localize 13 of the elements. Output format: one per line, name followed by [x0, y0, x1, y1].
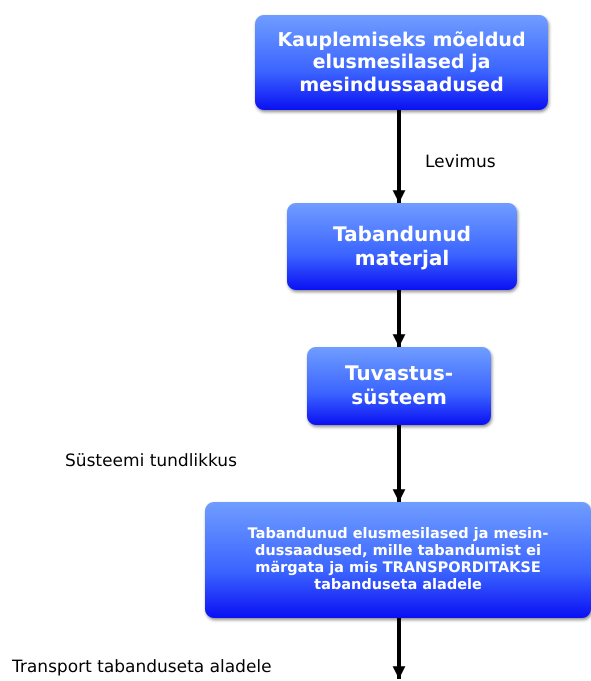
annotation-text: Transport tabanduseta aladele — [10, 657, 274, 677]
arrow — [392, 425, 406, 502]
arrow — [392, 290, 406, 347]
process-box — [307, 347, 491, 425]
box-text: Tabandunud elusmesilased ja mesin-dussaadused, mille tabandumist ei märgata ja mis TRANSPORDITAKSE tabanduseta aladele — [246, 526, 550, 594]
box-text: Kauplemiseks mõeldud elusmesilased ja mesindussaadused — [276, 28, 527, 96]
arrow — [392, 618, 406, 679]
box-text: Tabandunud materjal — [332, 222, 472, 270]
box-text: Tuvastus-süsteem — [344, 362, 454, 410]
process-box — [205, 502, 591, 618]
arrow — [392, 110, 406, 203]
process-box — [287, 203, 517, 290]
process-box — [255, 15, 548, 110]
